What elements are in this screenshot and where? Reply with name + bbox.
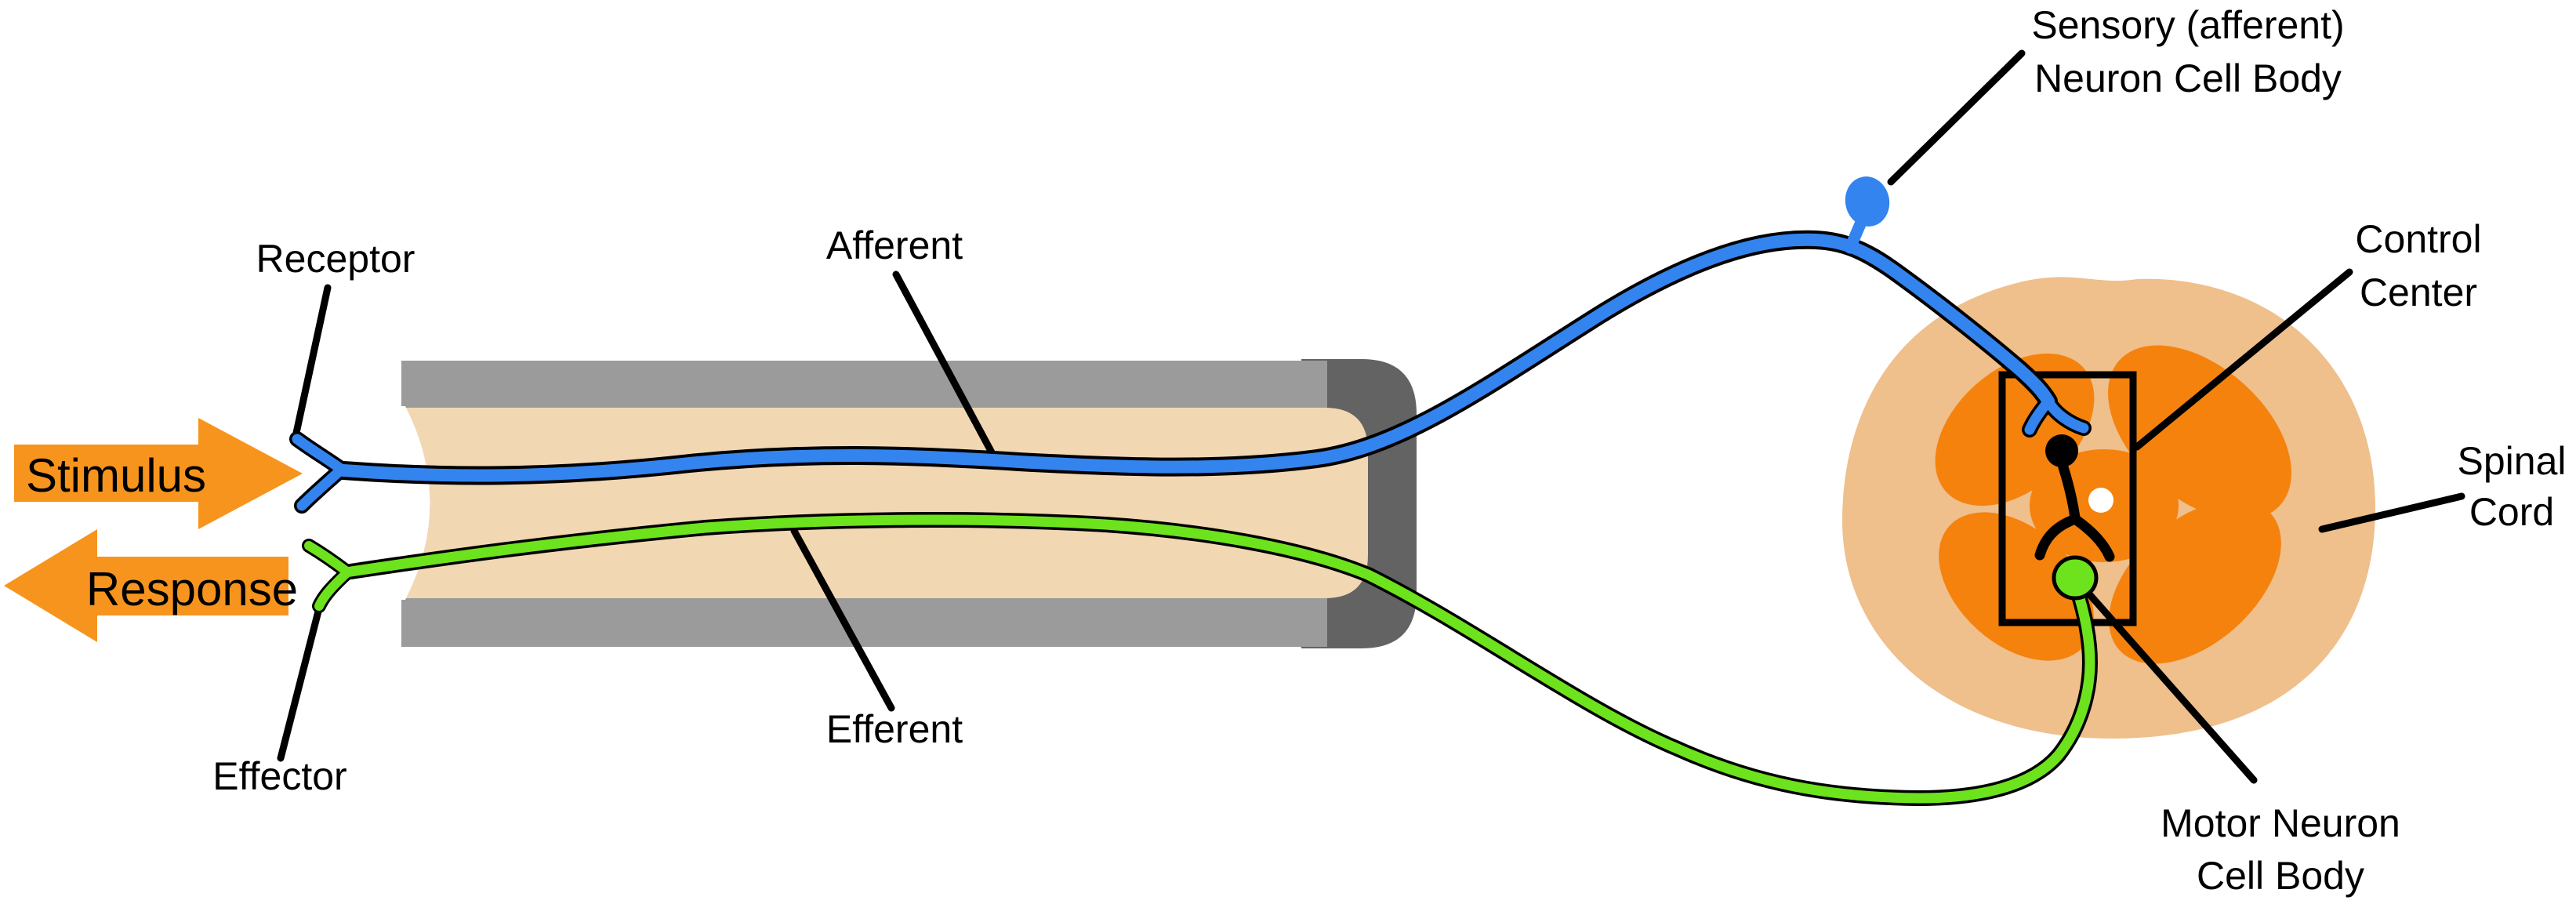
sensory-cell-body-label-line1: Sensory (afferent) bbox=[2031, 3, 2344, 47]
stimulus-response-arrows: Stimulus Response bbox=[4, 418, 303, 642]
sensory-cell-body-label-line2: Neuron Cell Body bbox=[2034, 56, 2342, 100]
receptor-fork-upper bbox=[292, 434, 344, 473]
stimulus-label: Stimulus bbox=[26, 449, 206, 502]
afferent-neuron bbox=[289, 176, 2092, 514]
receptor-fork-lower bbox=[296, 467, 344, 511]
response-label: Response bbox=[86, 563, 298, 615]
receptor-label: Receptor bbox=[256, 237, 415, 281]
motor-cell-body-label-line2: Cell Body bbox=[2197, 854, 2364, 898]
effector-label: Effector bbox=[212, 754, 346, 798]
control-center-leader-line bbox=[2133, 268, 2353, 451]
spinal-cord-leader-line bbox=[2318, 492, 2465, 533]
afferent-label: Afferent bbox=[826, 223, 963, 267]
text-labels: Receptor Afferent Efferent Effector Sens… bbox=[212, 3, 2566, 898]
spinal-cord-label-line1: Spinal bbox=[2458, 439, 2567, 483]
sensory-neuron-cell-body bbox=[1845, 176, 1890, 227]
afferent-fiber bbox=[292, 218, 2089, 511]
central-canal bbox=[2088, 488, 2113, 513]
interneuron-fork bbox=[2034, 513, 2115, 562]
response-arrow bbox=[4, 529, 288, 642]
afferent-leader-line bbox=[892, 270, 996, 456]
stimulus-arrow bbox=[14, 418, 303, 529]
efferent-fiber bbox=[304, 514, 2095, 804]
effector-fork-lower bbox=[314, 569, 350, 611]
efferent-neuron bbox=[302, 512, 2258, 807]
nerve-interior bbox=[405, 408, 1368, 598]
spinal-cord bbox=[1841, 277, 2375, 739]
synapse-fork-right bbox=[2043, 396, 2089, 434]
motor-cell-body-label-line1: Motor Neuron bbox=[2161, 801, 2400, 845]
motor-leader-line bbox=[2070, 572, 2258, 784]
spinal-cord-label-line2: Cord bbox=[2469, 490, 2554, 534]
effector-leader-line bbox=[277, 601, 324, 762]
leader-lines bbox=[277, 49, 2465, 762]
nerve-bundle bbox=[400, 359, 1417, 648]
sensory-cell-body-stalk bbox=[1844, 218, 1867, 254]
efferent-axon bbox=[340, 514, 2095, 804]
interneuron-cell-body bbox=[2045, 434, 2078, 467]
interneuron-stem bbox=[2058, 462, 2081, 523]
control-center-label-line2: Center bbox=[2360, 270, 2477, 314]
control-center-box bbox=[1998, 371, 2137, 626]
afferent-axon bbox=[337, 233, 2055, 482]
nerve-left-concave-cut bbox=[400, 406, 430, 600]
motor-neuron-cell-body bbox=[2052, 555, 2099, 601]
efferent-label: Efferent bbox=[826, 707, 963, 751]
effector-fork-upper bbox=[304, 541, 350, 575]
control-center-label-line1: Control bbox=[2355, 217, 2481, 261]
receptor-leader-line bbox=[292, 284, 332, 437]
efferent-leader-line bbox=[790, 527, 895, 712]
sensory-leader-line bbox=[1887, 49, 2026, 186]
interneuron bbox=[2034, 434, 2115, 562]
